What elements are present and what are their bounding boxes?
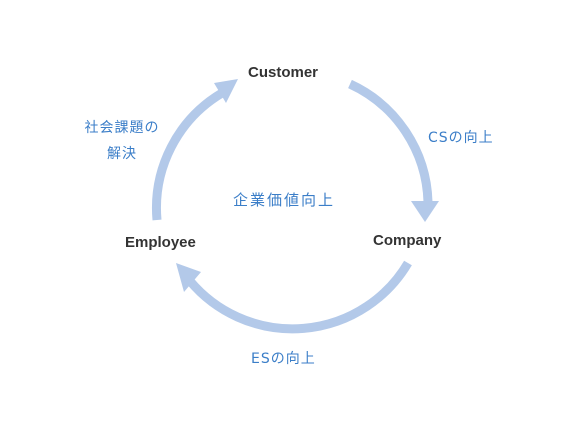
arrow-company-to-employee <box>186 260 412 334</box>
arrowhead-company <box>411 201 439 222</box>
edge-label-social: 社会課題の 解決 <box>72 115 172 167</box>
center-label: 企業価値向上 <box>233 191 336 209</box>
edge-label-social-line1: 社会課題の <box>84 120 160 136</box>
arrowhead-employee <box>176 263 201 292</box>
edge-label-es: ESの向上 <box>251 351 316 367</box>
edge-label-cs: CSの向上 <box>428 130 494 146</box>
arrowhead-customer <box>214 79 238 103</box>
node-customer: Customer <box>248 64 319 81</box>
arrow-employee-to-customer <box>152 89 225 221</box>
node-employee: Employee <box>125 234 196 251</box>
node-company: Company <box>373 232 442 249</box>
arrow-customer-to-company <box>348 79 433 203</box>
edge-label-social-line2: 解決 <box>107 146 137 162</box>
